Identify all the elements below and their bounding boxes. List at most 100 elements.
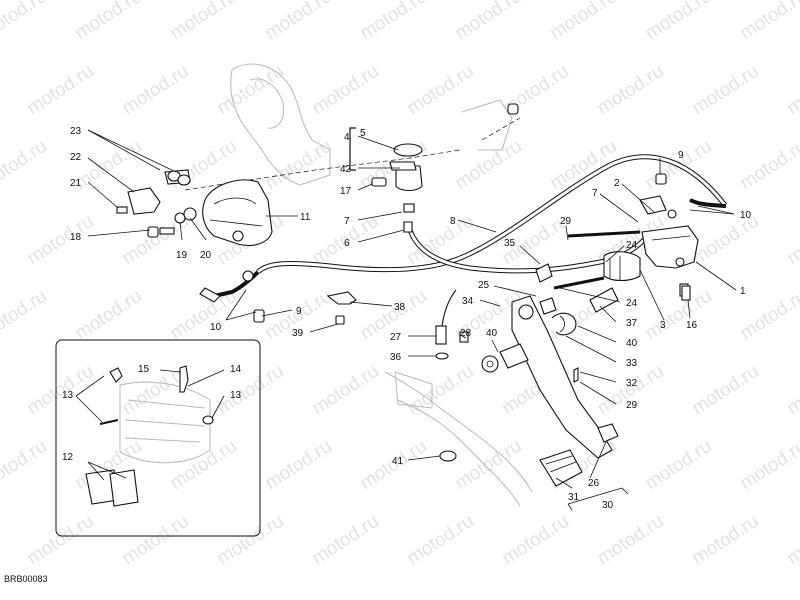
callout-9-left: 9 [296,306,302,317]
watermark-text: motod.ru [688,511,762,569]
watermark-text: motod.ru [308,361,382,419]
callout-21: 21 [70,178,82,189]
callout-42: 42 [340,164,352,175]
watermark-text: motod.ru [783,61,800,119]
front-caliper-inset [55,339,261,537]
misc-bolts [439,285,691,462]
watermark-text: motod.ru [308,511,382,569]
watermark-text: motod.ru [688,211,762,269]
watermark-text: motod.ru [403,511,477,569]
watermark-text: motod.ru [166,0,240,44]
watermark-text: motod.ru [0,436,51,494]
callout-9-right: 9 [678,150,684,161]
watermark-text: motod.ru [451,0,525,44]
callout-28: 28 [460,328,472,339]
master-cylinder [603,195,699,297]
watermark-text: motod.ru [546,0,620,44]
callout-36: 36 [390,352,402,363]
callout-4: 4 [344,132,350,143]
callout-10-left: 10 [210,322,222,333]
return-spring [551,312,577,336]
watermark-text: motod.ru [641,286,715,344]
callout-33: 33 [626,358,638,369]
callout-2: 2 [614,178,620,189]
callout-29-bottom: 29 [626,400,638,411]
watermark-text: motod.ru [0,0,51,44]
watermark-text: motod.ru [641,0,715,44]
callout-25: 25 [478,280,490,291]
watermark-text: motod.ru [0,286,51,344]
watermark-text: motod.ru [593,61,667,119]
callout-38: 38 [394,302,406,313]
hose-bracket [326,291,357,325]
callout-32: 32 [626,378,638,389]
callout-39: 39 [292,328,304,339]
callout-1: 1 [740,286,746,297]
watermark-text: motod.ru [71,286,145,344]
callout-17: 17 [340,186,352,197]
watermark-text: motod.ru [736,136,800,194]
watermark-text: motod.ru [23,361,97,419]
watermark-text: motod.ru [23,511,97,569]
watermark-text: motod.ru [71,136,145,194]
watermark-text: motod.ru [783,511,800,569]
callout-12: 12 [62,452,74,463]
callout-6: 6 [344,238,350,249]
watermark-text: motod.ru [118,61,192,119]
callout-14: 14 [230,364,242,375]
watermark-text: motod.ru [736,286,800,344]
callout-13-left: 13 [62,390,74,401]
frame-ghost [119,63,533,507]
callout-5: 5 [360,128,366,139]
callout-7-left: 7 [344,216,350,227]
callout-31: 31 [568,492,580,503]
watermark-text: motod.ru [783,361,800,419]
callout-20: 20 [200,250,212,261]
watermark-text: motod.ru [688,361,762,419]
brake-pedal [481,295,619,487]
small-fasteners [116,206,265,323]
callout-35: 35 [504,238,516,249]
watermark-text: motod.ru [71,0,145,44]
leader-lines [75,127,737,511]
brake-fluid-reservoir [371,143,423,233]
watermark-text: motod.ru [23,211,97,269]
watermark-text: motod.ru [498,511,572,569]
callout-41: 41 [392,456,404,467]
caliper-bracket [127,169,191,215]
rear-brake-hose [213,154,727,298]
callout-27: 27 [390,332,402,343]
callout-10-right: 10 [740,210,752,221]
diagram-code: BRB00083 [4,574,48,584]
watermark-text: motod.ru [451,136,525,194]
watermark-text: motod.ru [23,61,97,119]
callout-34: 34 [462,296,474,307]
callout-15: 15 [138,364,150,375]
callout-3: 3 [660,320,666,331]
watermark-text: motod.ru [688,61,762,119]
rear-caliper [202,179,273,247]
callout-8: 8 [450,216,456,227]
watermark-text: motod.ru [261,436,335,494]
callout-18: 18 [70,232,82,243]
callout-40-left: 40 [486,328,498,339]
watermark-text: motod.ru [261,0,335,44]
callout-11: 11 [300,212,311,223]
callout-24-top: 24 [626,240,638,251]
callout-29-top: 29 [560,216,572,227]
watermark-text: motod.ru [213,511,287,569]
watermark-text: motod.ru [736,0,800,44]
watermark-text: motod.ru [213,361,287,419]
watermark-text: motod.ru [593,511,667,569]
callout-40-right: 40 [626,338,638,349]
callout-labels: 23 22 21 18 19 20 11 10 9 38 39 4 5 42 1… [62,126,752,511]
watermark-text: motod.ru [0,136,51,194]
callout-7-right: 7 [592,188,598,199]
watermark-text: motod.ru [308,61,382,119]
watermark-text: motod.ru [166,436,240,494]
callout-13-right: 13 [230,390,242,401]
callout-16: 16 [686,320,698,331]
watermark-text: motod.ru [783,211,800,269]
watermark-text: motod.ru [736,436,800,494]
